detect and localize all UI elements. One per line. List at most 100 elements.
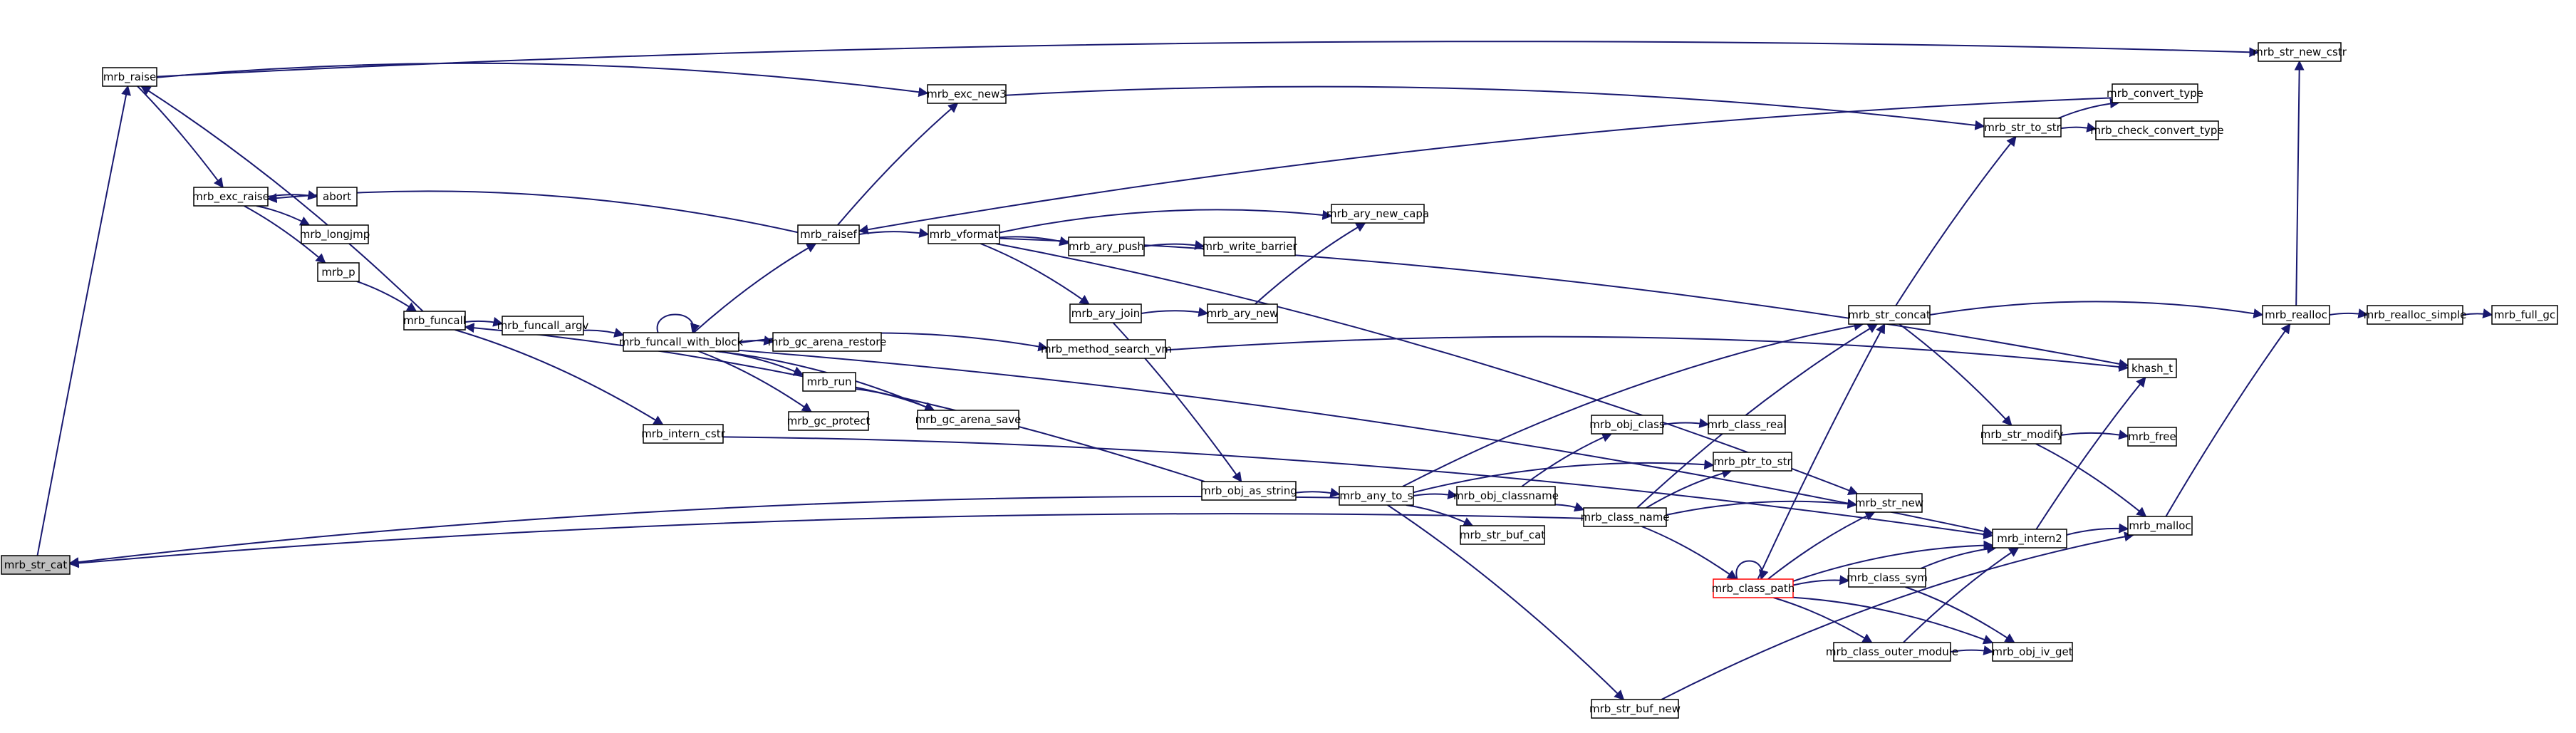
node-mrb_longjmp[interactable]: mrb_longjmp: [300, 224, 370, 244]
node-mrb_full_gc[interactable]: mrb_full_gc: [2491, 305, 2558, 325]
node-mrb_str_new_cstr[interactable]: mrb_str_new_cstr: [2253, 42, 2347, 62]
node-mrb_class_real[interactable]: mrb_class_real: [1708, 415, 1787, 435]
node-box-mrb_gc_arena_restore[interactable]: [772, 332, 882, 352]
node-mrb_class_outer_module[interactable]: mrb_class_outer_module: [1826, 642, 1958, 662]
node-mrb_ary_join[interactable]: mrb_ary_join: [1069, 303, 1142, 323]
node-box-mrb_class_real[interactable]: [1708, 415, 1786, 435]
node-mrb_obj_class[interactable]: mrb_obj_class: [1589, 415, 1665, 435]
node-mrb_class_sym[interactable]: mrb_class_sym: [1847, 568, 1928, 588]
node-box-mrb_vformat[interactable]: [928, 224, 1000, 244]
node-box-mrb_funcall_with_block[interactable]: [623, 332, 739, 352]
node-box-mrb_ary_new[interactable]: [1207, 303, 1278, 323]
node-box-mrb_gc_protect[interactable]: [788, 411, 869, 431]
node-mrb_ptr_to_str[interactable]: mrb_ptr_to_str: [1713, 452, 1792, 472]
node-mrb_str_cat[interactable]: mrb_str_cat: [1, 555, 71, 575]
node-mrb_str_buf_cat[interactable]: mrb_str_buf_cat: [1460, 525, 1545, 545]
node-mrb_run[interactable]: mrb_run: [802, 372, 856, 392]
node-mrb_convert_type[interactable]: mrb_convert_type: [2107, 83, 2203, 103]
node-box-mrb_str_concat[interactable]: [1848, 305, 1931, 325]
node-box-mrb_longjmp[interactable]: [301, 224, 369, 244]
node-box-mrb_funcall_argv[interactable]: [502, 316, 584, 336]
node-mrb_raise[interactable]: mrb_raise: [102, 67, 157, 87]
node-box-mrb_malloc[interactable]: [2127, 516, 2193, 536]
node-mrb_raisef[interactable]: mrb_raisef: [797, 224, 860, 244]
node-box-mrb_free[interactable]: [2127, 427, 2177, 447]
node-box-mrb_funcall[interactable]: [403, 311, 466, 331]
node-mrb_ary_push[interactable]: mrb_ary_push: [1068, 236, 1145, 256]
node-box-mrb_ptr_to_str[interactable]: [1713, 452, 1792, 472]
node-box-mrb_write_barrier[interactable]: [1203, 236, 1296, 256]
node-mrb_exc_raise[interactable]: mrb_exc_raise: [192, 187, 269, 207]
node-mrb_realloc_simple[interactable]: mrb_realloc_simple: [2364, 305, 2467, 325]
node-box-mrb_str_new[interactable]: [1856, 493, 1923, 513]
node-khash_t[interactable]: khash_t: [2127, 358, 2177, 378]
node-mrb_malloc[interactable]: mrb_malloc: [2127, 516, 2193, 536]
node-mrb_funcall_with_block[interactable]: mrb_funcall_with_block: [619, 332, 744, 352]
node-box-mrb_class_name[interactable]: [1583, 507, 1667, 527]
node-box-mrb_raisef[interactable]: [797, 224, 860, 244]
node-box-mrb_exc_raise[interactable]: [193, 187, 269, 207]
node-mrb_ary_new_capa[interactable]: mrb_ary_new_capa: [1326, 204, 1429, 224]
node-box-mrb_obj_classname[interactable]: [1456, 486, 1556, 506]
node-box-mrb_check_convert_type[interactable]: [2095, 120, 2219, 140]
node-box-mrb_obj_iv_get[interactable]: [1992, 642, 2073, 662]
node-mrb_str_to_str[interactable]: mrb_str_to_str: [1983, 118, 2062, 137]
node-box-mrb_obj_class[interactable]: [1591, 415, 1663, 435]
node-mrb_vformat[interactable]: mrb_vformat: [928, 224, 1000, 244]
node-box-mrb_str_buf_cat[interactable]: [1460, 525, 1545, 545]
node-box-mrb_realloc[interactable]: [2262, 305, 2330, 325]
node-box-mrb_intern_cstr[interactable]: [643, 424, 724, 444]
node-mrb_realloc[interactable]: mrb_realloc: [2262, 305, 2330, 325]
node-mrb_gc_arena_save[interactable]: mrb_gc_arena_save: [915, 410, 1022, 430]
node-box-mrb_any_to_s[interactable]: [1339, 486, 1414, 506]
node-box-mrb_full_gc[interactable]: [2491, 305, 2558, 325]
node-mrb_str_concat[interactable]: mrb_str_concat: [1848, 305, 1931, 325]
node-box-mrb_intern2[interactable]: [1992, 529, 2067, 549]
node-box-mrb_class_outer_module[interactable]: [1833, 642, 1951, 662]
node-mrb_class_path[interactable]: mrb_class_path: [1712, 578, 1795, 598]
node-box-mrb_gc_arena_save[interactable]: [917, 410, 1019, 430]
node-mrb_any_to_s[interactable]: mrb_any_to_s: [1339, 486, 1414, 506]
node-box-mrb_class_path[interactable]: [1713, 578, 1794, 598]
node-mrb_gc_arena_restore[interactable]: mrb_gc_arena_restore: [768, 332, 887, 352]
node-box-mrb_raise[interactable]: [102, 67, 157, 87]
node-box-mrb_method_search_vm[interactable]: [1046, 339, 1166, 359]
node-mrb_check_convert_type[interactable]: mrb_check_convert_type: [2090, 120, 2224, 140]
node-mrb_obj_classname[interactable]: mrb_obj_classname: [1453, 486, 1559, 506]
node-box-mrb_ary_push[interactable]: [1068, 236, 1145, 256]
node-box-mrb_obj_as_string[interactable]: [1201, 481, 1297, 501]
node-box-mrb_class_sym[interactable]: [1848, 568, 1926, 588]
node-mrb_gc_protect[interactable]: mrb_gc_protect: [787, 411, 871, 431]
node-box-mrb_ary_join[interactable]: [1069, 303, 1142, 323]
node-box-mrb_convert_type[interactable]: [2112, 83, 2198, 103]
node-mrb_class_name[interactable]: mrb_class_name: [1580, 507, 1670, 527]
node-mrb_write_barrier[interactable]: mrb_write_barrier: [1202, 236, 1298, 256]
node-abort[interactable]: abort: [316, 187, 358, 207]
node-box-mrb_str_buf_new[interactable]: [1591, 699, 1679, 719]
node-box-khash_t[interactable]: [2127, 358, 2177, 378]
node-mrb_intern_cstr[interactable]: mrb_intern_cstr: [641, 424, 726, 444]
node-box-mrb_realloc_simple[interactable]: [2367, 305, 2463, 325]
node-box-mrb_ary_new_capa[interactable]: [1331, 204, 1425, 224]
node-box-mrb_exc_new3[interactable]: [927, 84, 1007, 104]
node-box-mrb_str_cat[interactable]: [1, 555, 71, 575]
node-mrb_method_search_vm[interactable]: mrb_method_search_vm: [1041, 339, 1172, 359]
node-box-abort[interactable]: [316, 187, 358, 207]
node-mrb_funcall[interactable]: mrb_funcall: [403, 311, 466, 331]
node-mrb_str_modify[interactable]: mrb_str_modify: [1980, 425, 2064, 445]
node-mrb_exc_new3[interactable]: mrb_exc_new3: [927, 84, 1007, 104]
node-box-mrb_str_modify[interactable]: [1982, 425, 2062, 445]
node-mrb_intern2[interactable]: mrb_intern2: [1992, 529, 2067, 549]
node-box-mrb_run[interactable]: [802, 372, 856, 392]
node-mrb_str_new[interactable]: mrb_str_new: [1855, 493, 1923, 513]
node-mrb_obj_iv_get[interactable]: mrb_obj_iv_get: [1992, 642, 2073, 662]
node-box-mrb_str_to_str[interactable]: [1983, 118, 2062, 137]
node-mrb_ary_new[interactable]: mrb_ary_new: [1207, 303, 1279, 323]
node-mrb_p[interactable]: mrb_p: [317, 262, 360, 282]
node-box-mrb_str_new_cstr[interactable]: [2258, 42, 2342, 62]
node-box-mrb_p[interactable]: [317, 262, 360, 282]
node-mrb_free[interactable]: mrb_free: [2127, 427, 2177, 447]
node-mrb_obj_as_string[interactable]: mrb_obj_as_string: [1200, 481, 1297, 501]
node-mrb_str_buf_new[interactable]: mrb_str_buf_new: [1589, 699, 1681, 719]
node-mrb_funcall_argv[interactable]: mrb_funcall_argv: [497, 316, 589, 336]
